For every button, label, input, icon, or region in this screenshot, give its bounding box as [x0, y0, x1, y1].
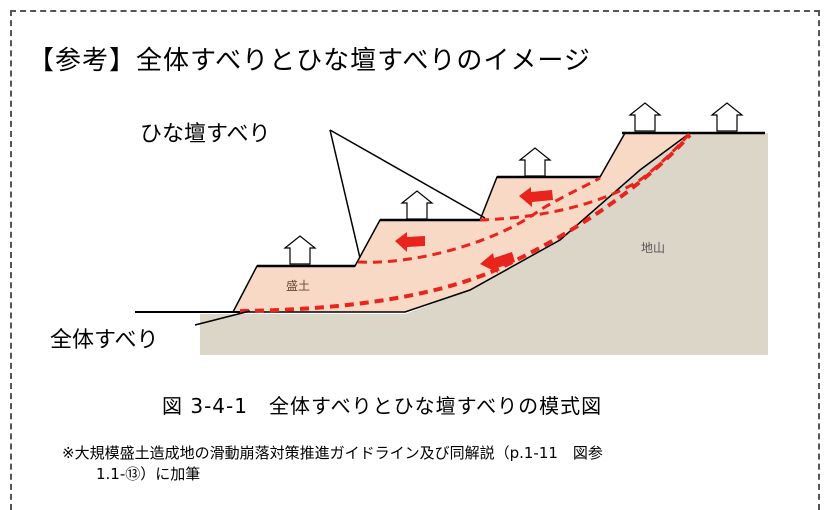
- terrace-slip-line-lower: [357, 176, 601, 264]
- house-icon: [710, 102, 744, 132]
- slide-arrow: [480, 252, 515, 273]
- natural-ground-label: 地山: [641, 241, 665, 255]
- house-icon: [628, 102, 662, 132]
- slide-arrows: [395, 187, 553, 273]
- source-note: ※大規模盛土造成地の滑動崩落対策推進ガイドライン及び同解説（p.1-11 図参 …: [62, 443, 603, 485]
- page-title: 【参考】全体すべりとひな壇すべりのイメージ: [28, 46, 591, 76]
- slide-arrow: [395, 232, 425, 252]
- fill-label: 盛土: [286, 278, 310, 293]
- hina-dan-slip-label: ひな壇すべり: [140, 122, 271, 147]
- slide-arrow: [519, 187, 553, 207]
- houses: [283, 102, 744, 265]
- house-icon: [283, 235, 317, 265]
- house-icon: [518, 147, 552, 177]
- source-note-line2: 1.1-⑬）に加筆: [96, 465, 201, 483]
- dashed-border-frame: [10, 10, 820, 510]
- terrace-slip-line-upper: [479, 132, 692, 222]
- source-note-line1: ※大規模盛土造成地の滑動崩落対策推進ガイドライン及び同解説（p.1-11 図参: [62, 444, 603, 462]
- whole-slip-label: 全体すべり: [50, 322, 167, 360]
- figure-caption: 図 3-4-1 全体すべりとひな壇すべりの模式図: [162, 394, 603, 418]
- house-icon: [400, 190, 434, 220]
- whole-slip-line: [239, 133, 692, 313]
